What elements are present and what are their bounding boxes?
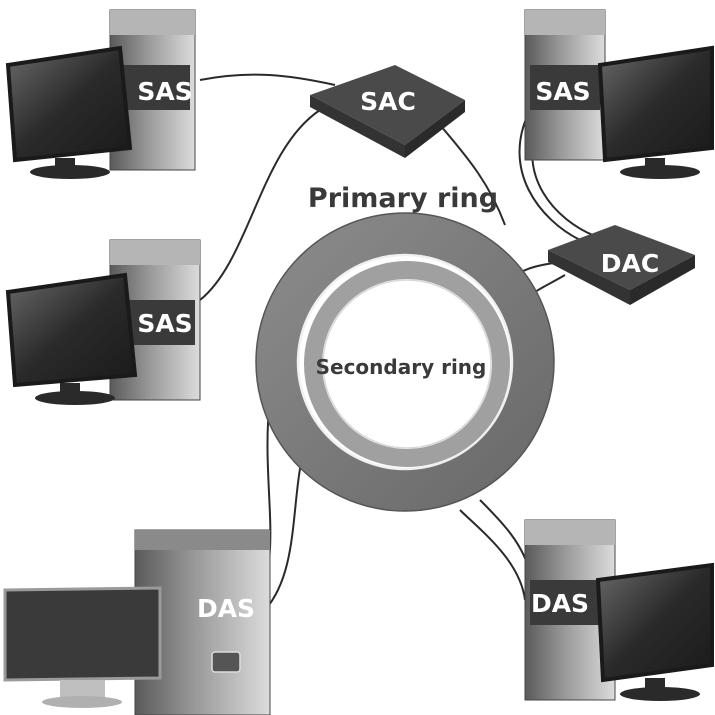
cable-das2-ring-a (459, 509, 526, 601)
sac-concentrator: SAC (310, 65, 465, 158)
das-bottom-left-workstation: DAS (3, 529, 271, 715)
secondary-ring-outline (322, 279, 492, 449)
cable-sac-ring (439, 124, 506, 226)
primary-ring-label: Primary ring (308, 183, 498, 214)
sas-mid-left-workstation: SAS (5, 239, 201, 405)
cable-sas1-sac (199, 73, 336, 86)
das-bottom-left-label: DAS (197, 594, 255, 623)
secondary-ring (304, 261, 510, 467)
cable-sas2-sac (199, 109, 321, 301)
primary-ring (256, 213, 554, 511)
sas-top-right-workstation: SAS (524, 9, 714, 179)
sas-top-left-workstation: SAS (5, 9, 196, 179)
sas-top-right-label: SAS (535, 77, 590, 106)
das-bottom-right-label: DAS (531, 589, 589, 618)
dac-label: DAC (601, 249, 659, 278)
cable-sas3-dac (518, 109, 581, 241)
dac-concentrator: DAC (548, 225, 695, 305)
primary-ring-outline-inner (296, 253, 514, 471)
secondary-ring-label: Secondary ring (316, 355, 487, 379)
primary-ring-outline-outer (255, 212, 555, 512)
sac-label: SAC (360, 87, 416, 116)
sas-top-left-label: SAS (137, 77, 192, 106)
ring-assembly (255, 212, 555, 512)
das-bottom-right-workstation: DAS (524, 519, 714, 701)
sas-mid-left-label: SAS (137, 309, 192, 338)
